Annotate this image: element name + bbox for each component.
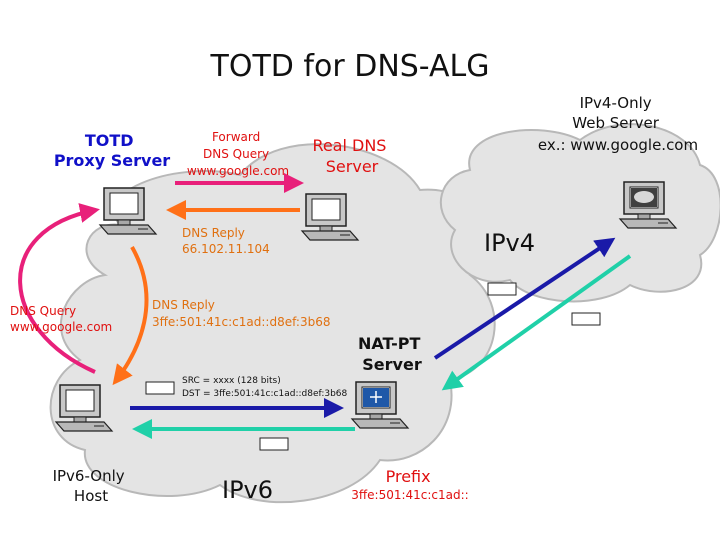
web-server-label: IPv4-Only Web Server ex.: www.google.com — [538, 94, 698, 154]
natpt-to-web-arrow — [433, 237, 616, 360]
packet-icon — [487, 282, 517, 296]
packet-icon — [259, 437, 289, 451]
packet-icon — [571, 312, 601, 326]
totd-label: TOTD Proxy Server — [54, 131, 170, 170]
real-dns-label: Real DNS Server — [312, 136, 391, 176]
router-arrows-icon — [370, 391, 382, 403]
host-query-arrow — [18, 203, 100, 374]
ipv4-cloud — [439, 123, 720, 303]
natpt-label: NAT-PT Server — [358, 334, 426, 374]
packet-address-label: SRC = xxxx (128 bits) DST = 3ffe:501:41c… — [182, 376, 348, 399]
host-query-label: DNS Query www.google.com — [10, 304, 112, 334]
ipv6-reply-label: DNS Reply 3ffe:501:41c:c1ad::d8ef:3b68 — [152, 298, 330, 329]
packet-icon — [145, 381, 175, 395]
web-to-natpt-arrow — [441, 254, 632, 391]
prefix-label: Prefix 3ffe:501:41c:c1ad:: — [351, 467, 468, 502]
host-label: IPv6-Only Host — [53, 467, 130, 505]
ipv6-cloud-label: IPv6 — [222, 476, 273, 504]
ipv4-reply-label: DNS Reply 66.102.11.104 — [182, 226, 270, 256]
web-cloud-icon — [634, 191, 654, 203]
ipv4-cloud-label: IPv4 — [484, 229, 535, 257]
diagram-title: TOTD for DNS-ALG — [210, 49, 490, 84]
ipv6-reply-arrow — [112, 246, 149, 386]
forward-query-label: Forward DNS Query www.google.com — [187, 130, 289, 178]
